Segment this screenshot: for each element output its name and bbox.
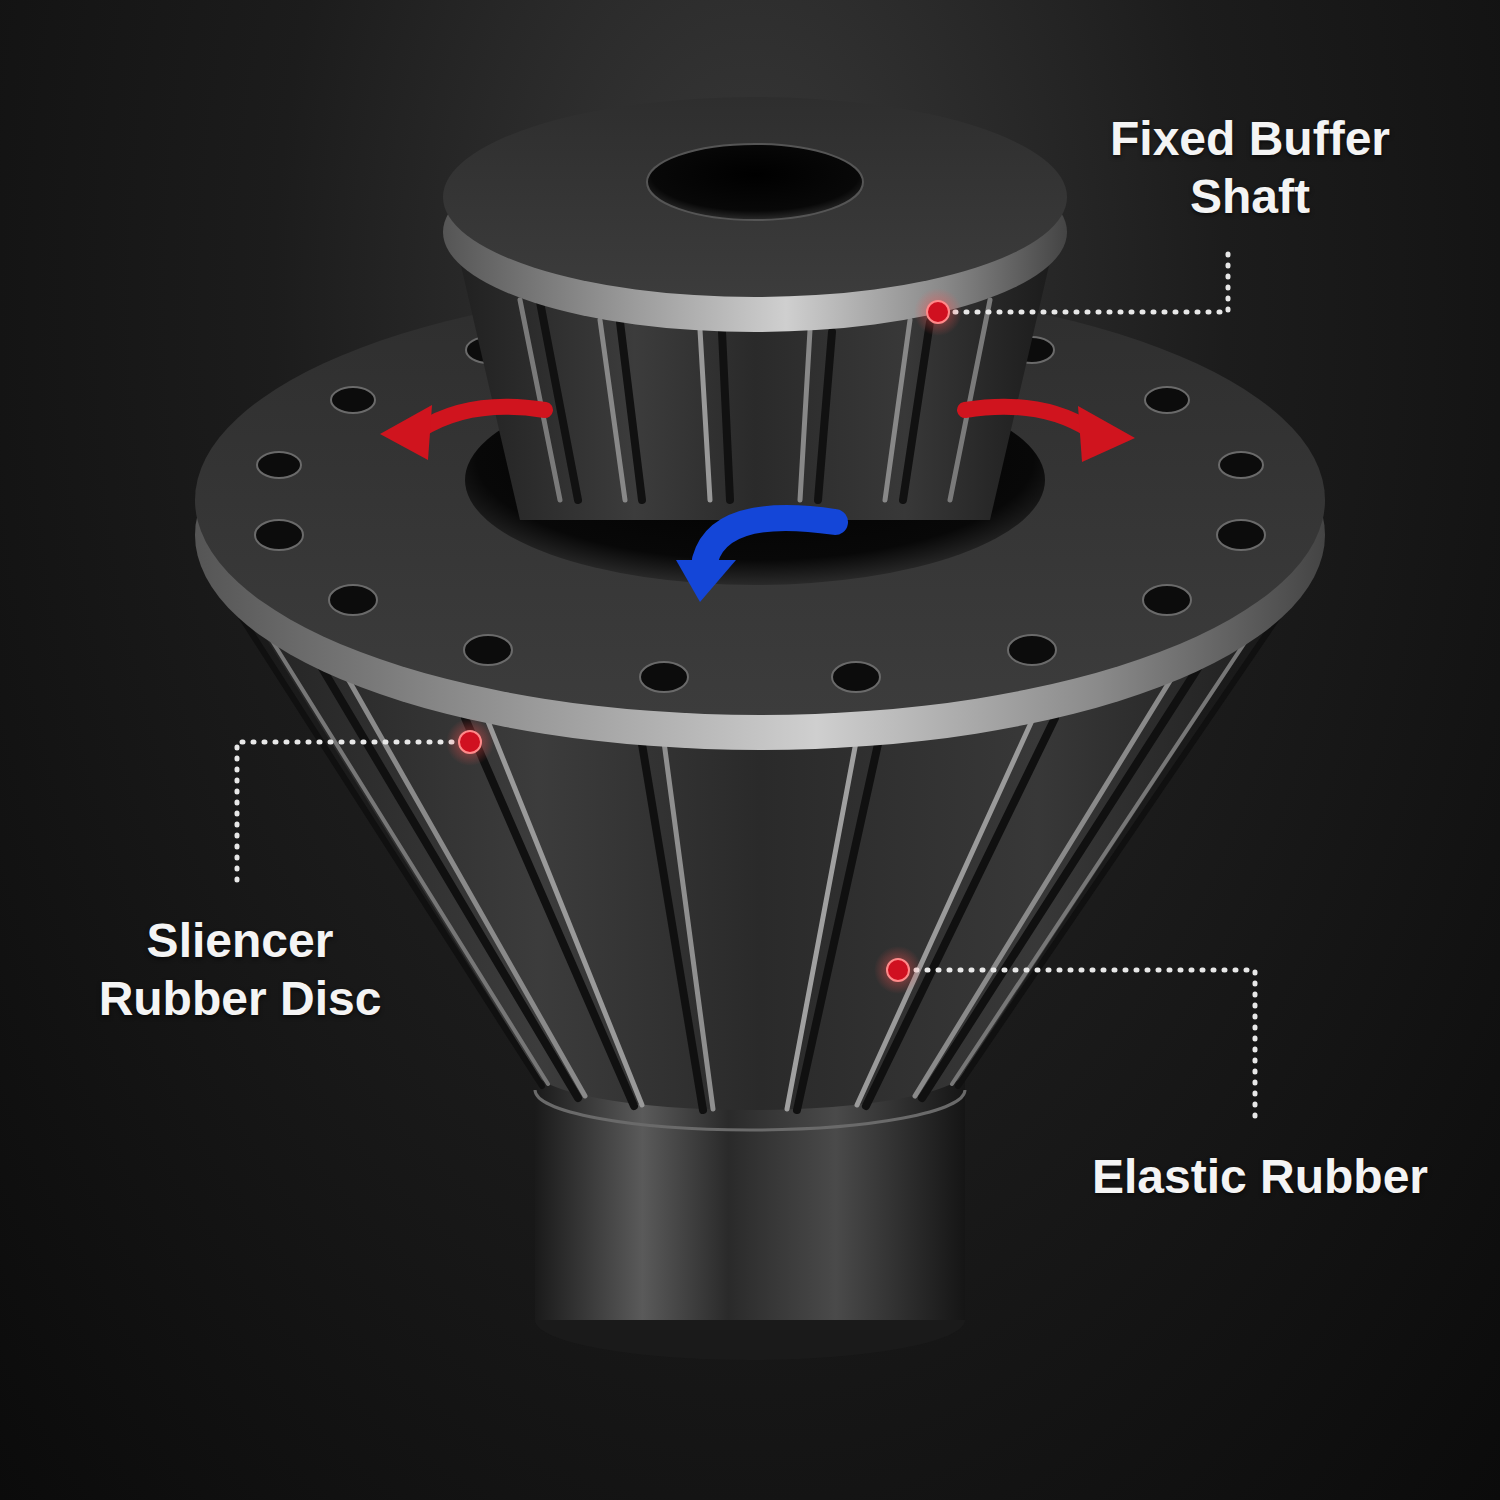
part-label: Fixed Buffer Shaft — [1070, 110, 1430, 226]
part-label: Elastic Rubber — [1050, 1148, 1470, 1206]
part-label: Sliencer Rubber Disc — [60, 912, 420, 1028]
